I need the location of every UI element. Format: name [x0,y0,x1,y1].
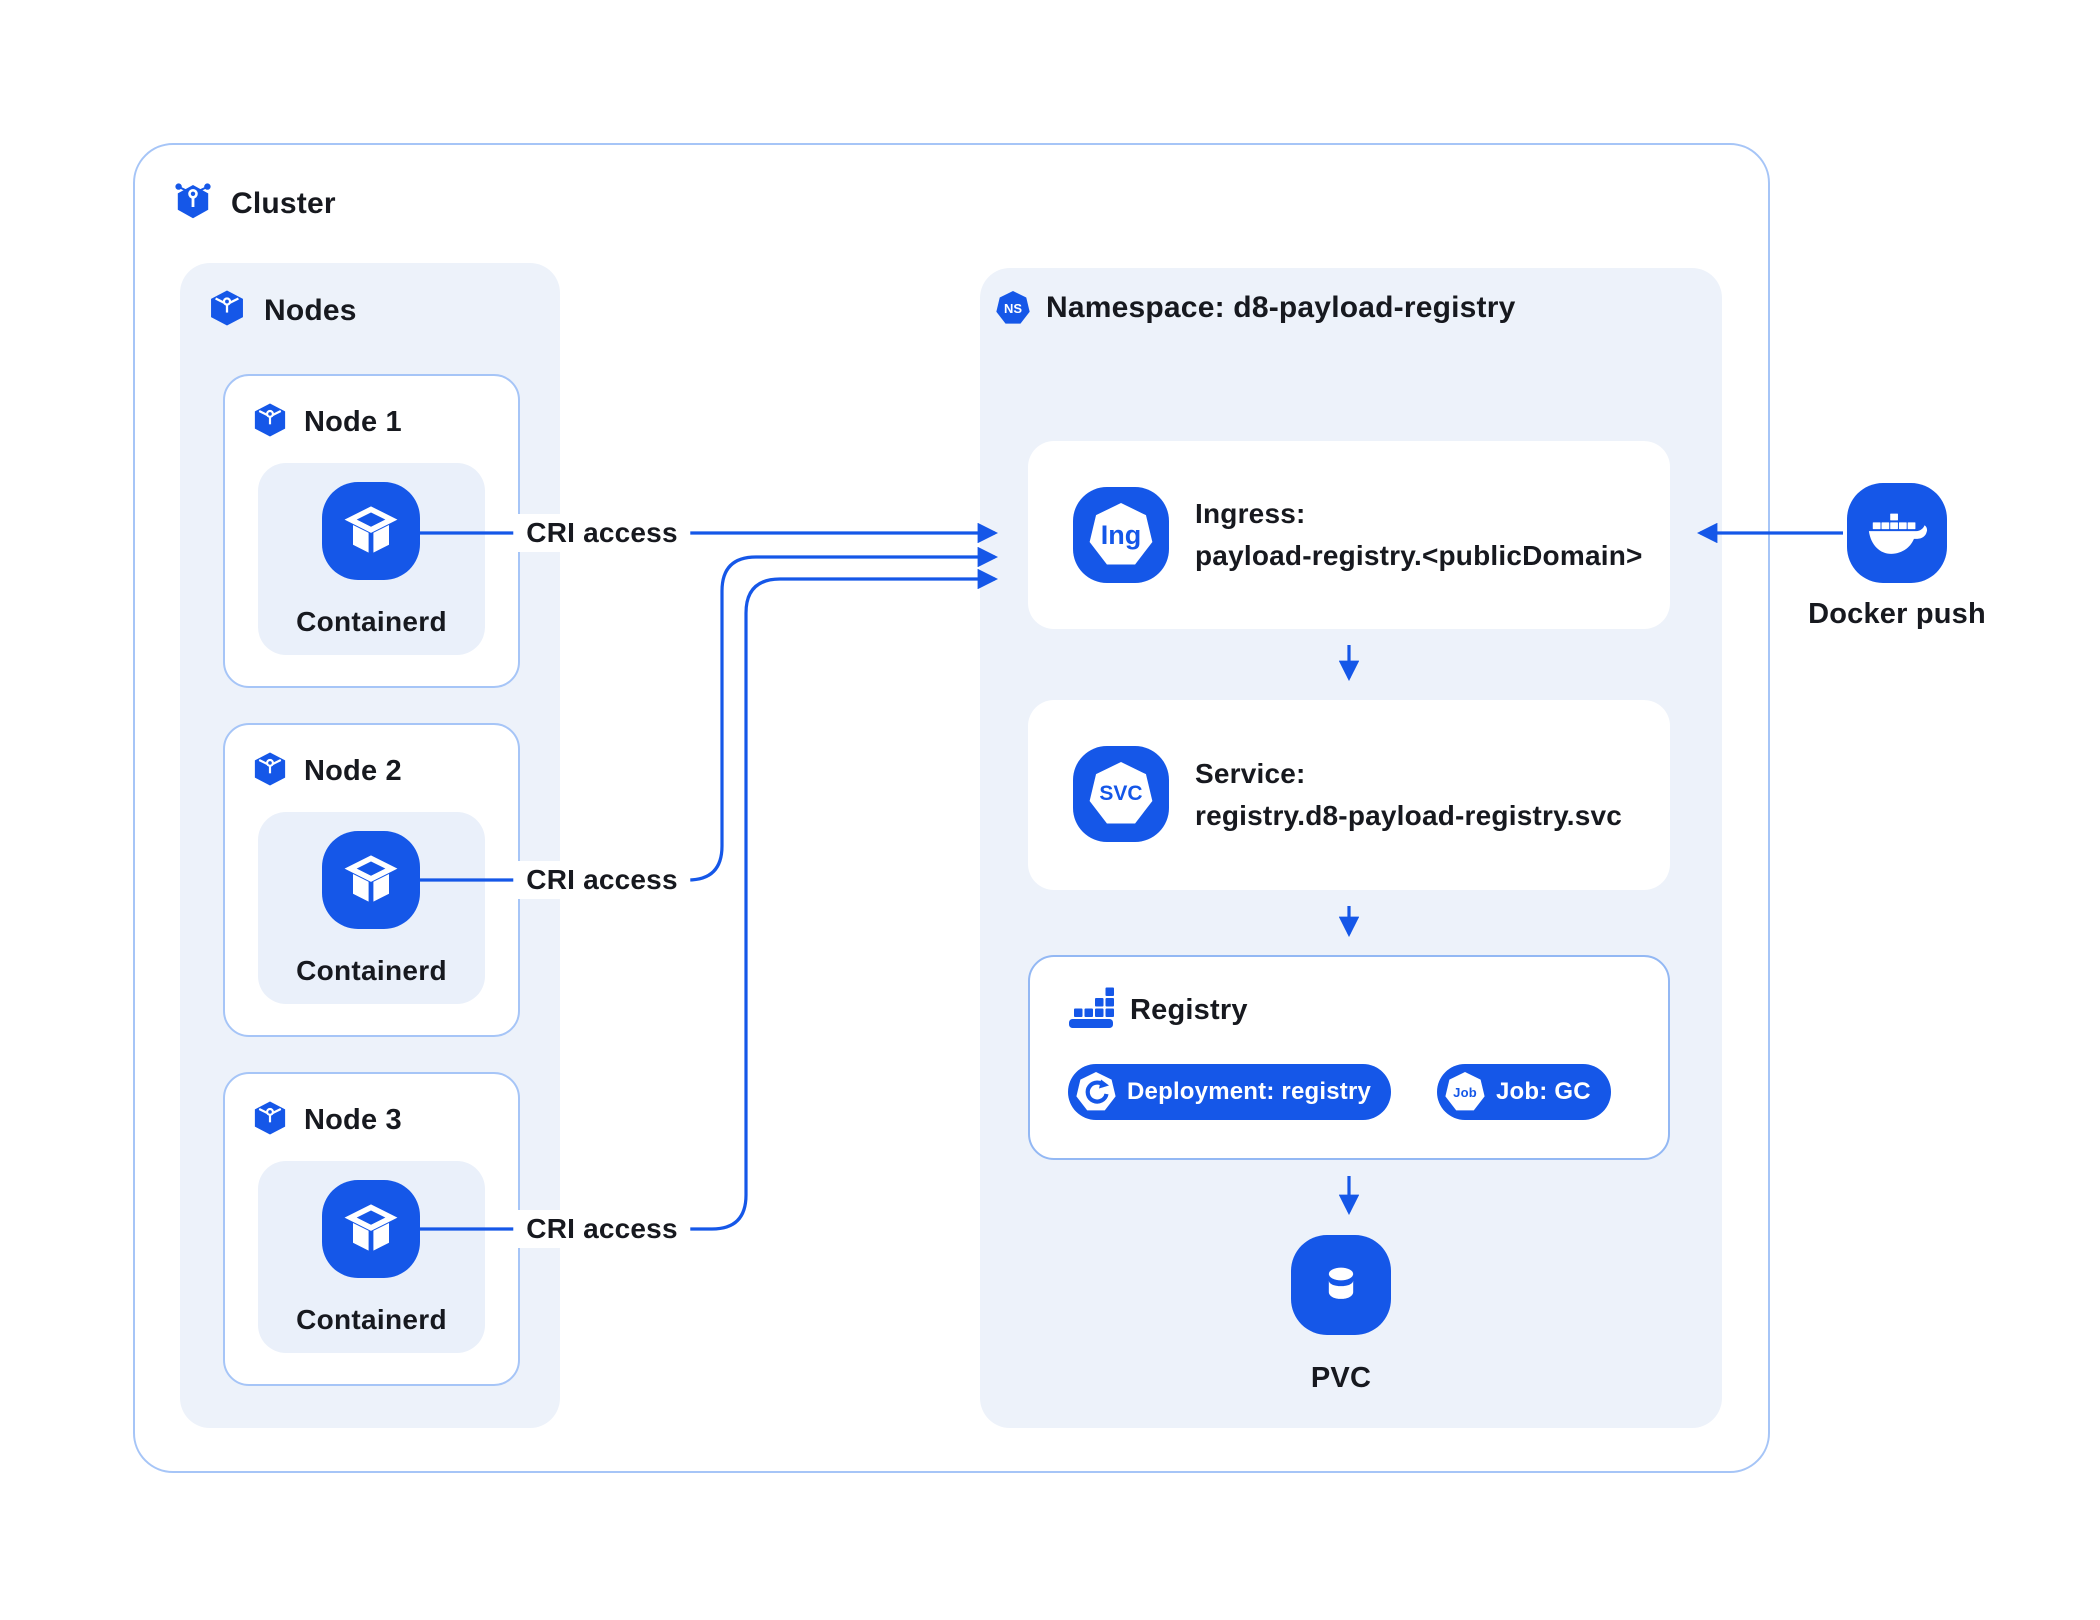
node-card: Node 3 Containerd [223,1072,520,1386]
cluster-icon [173,181,213,226]
nodes-title: Nodes [264,293,357,327]
node-title: Node 2 [304,755,402,787]
nodes-header: Nodes [208,289,357,332]
containerd-card: Containerd [258,1161,485,1353]
ingress-icon: Ing [1073,487,1169,583]
registry-box: Registry Deployment: registry Job Job: G… [1028,955,1670,1160]
containerd-cube-icon [322,1180,420,1278]
job-pill-label: Job: GC [1496,1078,1591,1105]
ingress-subtitle: payload-registry.<publicDomain> [1195,540,1643,571]
node-header: Node 1 [252,402,402,443]
service-subtitle: registry.d8-payload-registry.svc [1195,800,1623,831]
pvc-label: PVC [1310,1362,1372,1394]
containerd-label: Containerd [296,606,447,637]
pvc-cylinder-icon [1291,1235,1391,1335]
service-badge-label: SVC [1089,762,1153,824]
namespace-header: NS Namespace: d8-payload-registry [996,291,1516,325]
service-box: SVC Service: registry.d8-payload-registr… [1028,700,1670,890]
job-pill: Job Job: GC [1437,1064,1611,1120]
registry-containers-icon [1068,987,1114,1034]
namespace-title: Namespace: d8-payload-registry [1046,291,1516,324]
node-cube-icon [208,289,246,332]
node-title: Node 3 [304,1104,402,1136]
node-card: Node 1 Containerd [223,374,520,688]
deployment-pill-label: Deployment: registry [1127,1078,1372,1105]
node-title: Node 1 [304,406,402,438]
node-cube-icon [252,1100,288,1141]
containerd-card: Containerd [258,463,485,655]
cri-access-label: CRI access [513,1210,691,1248]
node-cube-icon [252,751,288,792]
node-card: Node 2 Containerd [223,723,520,1037]
containerd-card: Containerd [258,812,485,1004]
registry-title: Registry [1130,994,1248,1026]
cluster-title: Cluster [231,186,336,220]
cri-access-label: CRI access [513,514,691,552]
cluster-header: Cluster [173,181,336,226]
ingress-box: Ing Ingress: payload-registry.<publicDom… [1028,441,1670,629]
job-badge-icon: Job [1445,1072,1485,1111]
service-title: Service: [1195,758,1306,789]
deployment-pill: Deployment: registry [1068,1064,1392,1120]
ingress-text: Ingress: payload-registry.<publicDomain> [1195,441,1643,629]
service-text: Service: registry.d8-payload-registry.sv… [1195,700,1622,890]
registry-header: Registry [1068,987,1248,1034]
node-cube-icon [252,402,288,443]
node-header: Node 3 [252,1100,402,1141]
node-header: Node 2 [252,751,402,792]
ingress-title: Ingress: [1195,498,1306,529]
docker-whale-icon [1847,483,1947,583]
namespace-badge-icon: NS [996,291,1030,324]
containerd-cube-icon [322,831,420,929]
deployment-cycle-icon [1076,1072,1116,1111]
service-icon: SVC [1073,746,1169,842]
ingress-badge-label: Ing [1089,503,1153,565]
containerd-label: Containerd [296,955,447,986]
cri-access-label: CRI access [513,861,691,899]
docker-push-label: Docker push [1808,598,1986,630]
containerd-cube-icon [322,482,420,580]
containerd-label: Containerd [296,1304,447,1335]
